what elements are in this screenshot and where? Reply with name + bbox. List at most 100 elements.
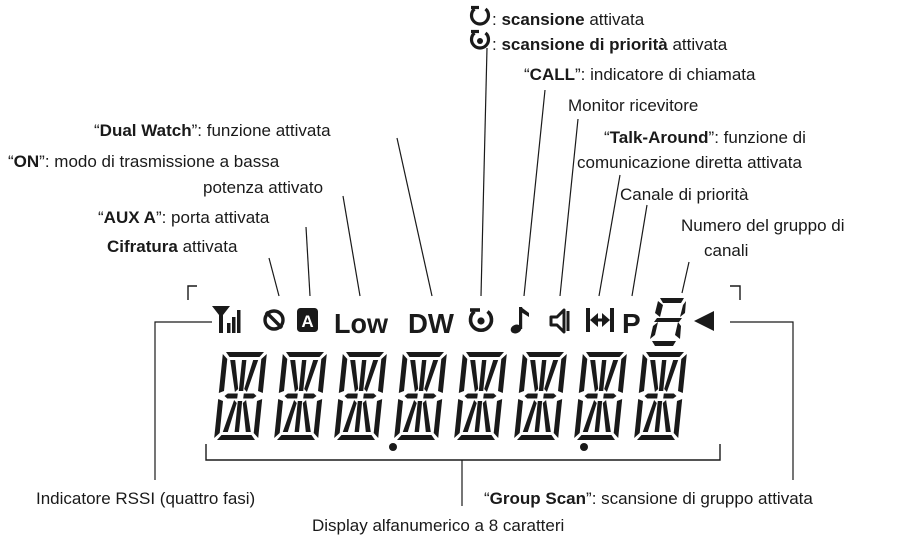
segment <box>346 352 384 357</box>
segment <box>258 354 267 393</box>
segment <box>286 352 324 357</box>
decimal-point-1 <box>389 443 397 451</box>
segment <box>524 393 538 399</box>
segment <box>582 400 597 432</box>
segment <box>454 399 463 438</box>
segment <box>637 435 675 440</box>
dual-watch-label: “Dual Watch”: funzione attivata <box>94 121 331 140</box>
segment <box>530 360 539 392</box>
segment <box>543 393 557 399</box>
segment <box>424 360 439 392</box>
segment <box>274 399 283 438</box>
alnum-display-label: Display alfanumerico a 8 caratteri <box>312 516 565 535</box>
segment <box>484 360 499 392</box>
leader-lines <box>154 47 794 506</box>
segment <box>243 393 257 399</box>
group-number-label: Numero del gruppo di <box>681 216 845 235</box>
segment <box>462 400 477 432</box>
segment <box>373 399 383 438</box>
talk-around-icon <box>586 308 614 332</box>
segment <box>218 354 228 393</box>
segment <box>638 354 648 393</box>
segment <box>678 354 687 393</box>
rssi-label: Indicatore RSSI (quattro fasi) <box>36 489 256 508</box>
monitor-label: Monitor ricevitore <box>568 96 699 115</box>
segment <box>244 360 259 392</box>
segment <box>457 435 495 440</box>
segment <box>553 399 563 438</box>
segment <box>354 401 363 432</box>
priority-channel-indicator: P <box>622 308 641 339</box>
segment <box>613 399 623 438</box>
segment <box>478 360 487 391</box>
segment <box>470 360 479 392</box>
dual-watch-indicator: DW <box>408 308 455 339</box>
priority-scan-label: : scansione di priorità attivata <box>492 35 728 54</box>
segment <box>363 393 377 399</box>
segment <box>654 401 663 432</box>
segment <box>398 354 408 393</box>
low-indicator: Low <box>334 308 388 339</box>
segment <box>304 360 319 392</box>
character-7 <box>574 352 627 440</box>
decimal-point-2 <box>580 443 588 451</box>
segment <box>294 401 303 432</box>
segment <box>334 399 343 438</box>
segment <box>518 354 528 393</box>
group-scan-label: “Group Scan”: scansione di gruppo attiva… <box>484 489 813 508</box>
segment <box>604 360 619 392</box>
segment <box>364 360 379 392</box>
character-2 <box>274 352 327 440</box>
segment <box>664 360 679 392</box>
segment <box>414 401 423 432</box>
segment <box>590 360 599 392</box>
segment <box>362 400 371 432</box>
segment <box>602 400 611 432</box>
segment <box>303 393 317 399</box>
scan-indicator-dot <box>477 317 485 325</box>
low-power-label: “ON”: modo di trasmissione a bassa <box>8 152 280 171</box>
segment <box>242 400 251 432</box>
low-power-label-line2: potenza attivato <box>203 178 324 197</box>
segment <box>493 399 503 438</box>
character-4 <box>394 352 447 440</box>
segment <box>577 435 615 440</box>
priority-channel-label: Canale di priorità <box>620 185 749 204</box>
group-number-label-line2: canali <box>704 241 749 260</box>
segment <box>298 360 307 391</box>
character-1 <box>214 352 267 440</box>
segment <box>282 400 297 432</box>
segment <box>217 435 255 440</box>
call-icon <box>510 307 529 334</box>
segment <box>438 354 447 393</box>
segment <box>618 354 627 393</box>
segment <box>214 399 223 438</box>
segment <box>458 354 468 393</box>
alphanumeric-display <box>214 352 687 440</box>
segment <box>337 435 375 440</box>
segment <box>422 400 431 432</box>
decimal-points <box>389 443 588 451</box>
scan-label: : scansione attivata <box>492 10 645 29</box>
aux-label: “AUX A”: porta attivata <box>98 208 270 227</box>
segment <box>410 360 419 392</box>
segment <box>222 400 237 432</box>
segment <box>542 400 551 432</box>
segment <box>526 352 564 357</box>
call-label: “CALL”: indicatore di chiamata <box>524 65 756 84</box>
segment <box>658 360 667 391</box>
segment <box>650 360 659 392</box>
segment <box>418 360 427 391</box>
character-3 <box>334 352 387 440</box>
segment <box>342 400 357 432</box>
segment <box>397 435 435 440</box>
segment <box>466 352 504 357</box>
segment <box>558 354 567 393</box>
segment <box>673 399 683 438</box>
segment <box>238 360 247 391</box>
segment <box>464 393 478 399</box>
segment <box>598 360 607 391</box>
segment <box>277 435 315 440</box>
segment <box>483 393 497 399</box>
